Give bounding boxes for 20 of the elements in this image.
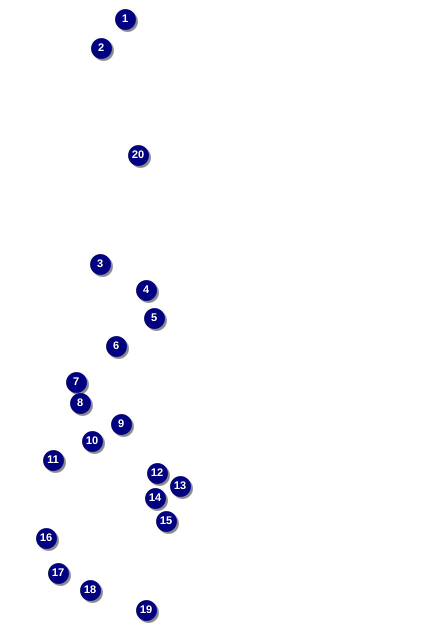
callout-number: 15 xyxy=(156,510,178,534)
callout-number: 12 xyxy=(146,462,170,486)
callout-number: 3 xyxy=(90,254,112,276)
callout-number: 20 xyxy=(128,144,150,168)
callout-number: 18 xyxy=(80,580,102,602)
callout-number: 8 xyxy=(70,392,92,416)
callout-number: 10 xyxy=(82,430,104,454)
callout-number: 4 xyxy=(136,280,158,302)
callout-number: 6 xyxy=(106,336,128,358)
callout-number: 11 xyxy=(42,450,66,472)
callout-number: 9 xyxy=(110,414,134,436)
callout-number: 19 xyxy=(136,600,158,622)
callout-number: 5 xyxy=(144,308,166,330)
callout-number: 14 xyxy=(144,488,168,510)
callout-number: 7 xyxy=(66,372,88,394)
callout-number: 1 xyxy=(114,8,138,32)
callout-number: 2 xyxy=(90,38,114,60)
callout-number: 17 xyxy=(48,562,70,586)
callout-number: 16 xyxy=(36,528,58,550)
callout-number: 13 xyxy=(170,476,192,498)
